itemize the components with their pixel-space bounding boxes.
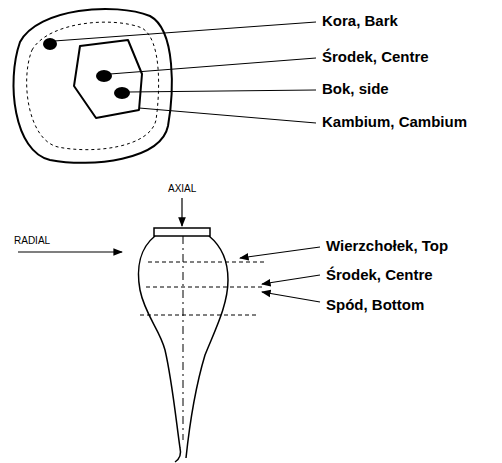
label-text: RADIAL (14, 235, 50, 246)
position-label: Spód, Bottom (326, 296, 424, 313)
label-text: Środek, Centre (322, 48, 429, 65)
cambium-ring (27, 22, 159, 150)
position-label: Środek, Centre (326, 266, 433, 283)
part-label: Kora, Bark (322, 12, 398, 29)
label-text: Wierzchołek, Top (326, 237, 448, 254)
stem-outline (139, 236, 228, 462)
part-label: Środek, Centre (322, 48, 429, 65)
label-text: Środek, Centre (326, 266, 433, 283)
label-text: Bok, side (322, 80, 389, 97)
label-text: Kora, Bark (322, 12, 398, 29)
axis-line (183, 236, 184, 440)
label-text: Spód, Bottom (326, 296, 424, 313)
core-outline (74, 40, 142, 118)
label-text: AXIAL (168, 183, 196, 194)
top-cap (154, 228, 210, 236)
bark-outline (13, 9, 171, 163)
radial-arrow (18, 251, 122, 252)
position-arrows (240, 247, 320, 302)
cut-lines (140, 262, 266, 315)
position-label: Wierzchołek, Top (326, 237, 448, 254)
direction-label: RADIAL (14, 235, 50, 246)
leader-lines (54, 22, 316, 123)
part-label: Bok, side (322, 80, 389, 97)
part-label: Kambium, Cambium (322, 113, 467, 130)
side-sample (114, 87, 130, 99)
centre-sample (96, 70, 112, 82)
direction-label: AXIAL (168, 183, 196, 194)
bark-sample (43, 38, 57, 50)
label-text: Kambium, Cambium (322, 113, 467, 130)
axial-arrow (181, 198, 182, 226)
